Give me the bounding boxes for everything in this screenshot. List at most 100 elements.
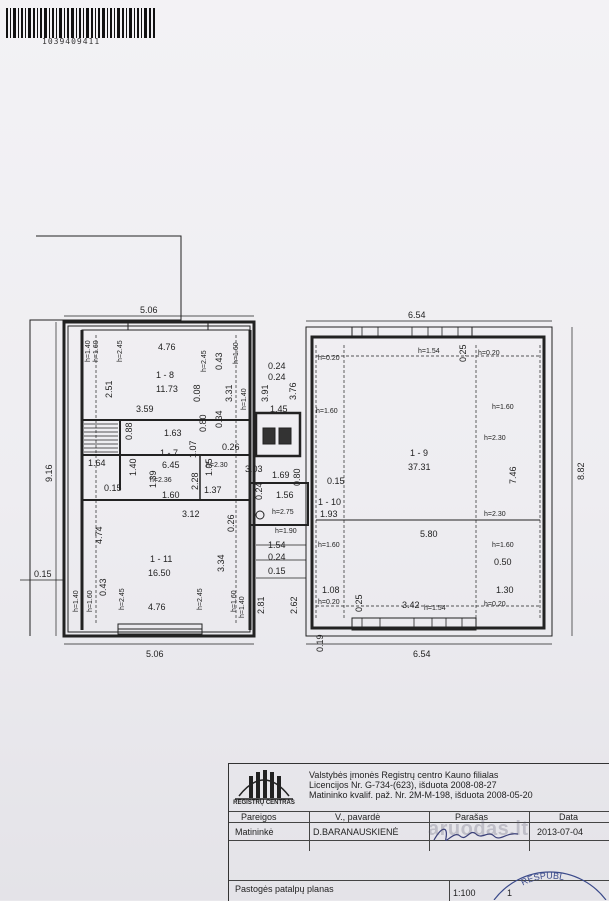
room-1-11-d: 3.34: [216, 554, 226, 572]
dim-small-015: 0.15: [268, 566, 286, 576]
room-1-8-height: 2.51: [104, 380, 114, 398]
logo-text: REGISTRŲ CENTRAS: [233, 800, 295, 806]
room-1-8-width: 4.76: [158, 342, 176, 352]
registru-centras-logo: [235, 770, 293, 800]
org-line-1: Valstybės įmonės Registrų centro Kauno f…: [309, 770, 499, 780]
dim-top-left: 5.06: [140, 305, 158, 315]
room-1-8-mid-width: 3.59: [136, 404, 154, 414]
room-1-7-area: 6.45: [162, 460, 180, 470]
room-1-7-e: 1.05: [204, 458, 214, 476]
room-1-9-g: 0.50: [494, 557, 512, 567]
room-1-9-h160a: h=1.60: [316, 408, 338, 415]
room-1-8-h245b: h=2.45: [201, 350, 208, 372]
room-1-9-h154a: h=1.54: [418, 348, 440, 355]
room-1-8-h160b: h=1.60: [233, 342, 240, 364]
room-1-11-w-top: 1.64: [88, 458, 106, 468]
room-1-9-h020a: h=0.20: [318, 355, 340, 362]
room-1-7-f: 2.28: [190, 472, 200, 490]
room-1-11-h160a: h=1.60: [87, 590, 94, 612]
room-1-10-e: 0.24: [254, 482, 264, 500]
dim-right-height: 8.82: [576, 462, 586, 480]
room-1-10-d: 1.56: [276, 490, 294, 500]
room-1-11-area: 16.50: [148, 568, 171, 578]
room-1-10-area: 1.93: [320, 509, 338, 519]
room-1-9-a: 0.24: [268, 372, 286, 382]
watermark-logo: aruodas.lt: [428, 818, 529, 840]
room-1-8-id: 1 - 8: [156, 370, 174, 380]
org-line-2: Licencijos Nr. G-734-(623), išduota 2008…: [309, 780, 497, 790]
room-1-11-w-mid: 3.12: [182, 509, 200, 519]
room-1-10-c: 0.80: [292, 468, 302, 486]
room-1-9-width-mid: 5.80: [420, 529, 438, 539]
dim-mid-015: 0.15: [327, 476, 345, 486]
dim-left-height: 9.16: [44, 464, 54, 482]
room-1-9-h020b: h=0.20: [478, 350, 500, 357]
room-1-11-id: 1 - 11: [150, 554, 172, 564]
room-1-10-id: 1 - 10: [318, 497, 341, 507]
room-1-10-a: 3.03: [245, 464, 263, 474]
room-1-8-d3: 3.31: [224, 384, 234, 402]
dim-top-right: 6.54: [408, 310, 426, 320]
room-1-10-h275: h=2.75: [272, 509, 294, 516]
room-1-11-h140a: h=1.40: [73, 590, 80, 612]
col-data: Data: [559, 812, 579, 822]
col-parasas: Parašas: [455, 812, 489, 822]
room-1-9-f: 1.30: [496, 585, 514, 595]
room-1-9-h160d: h=1.60: [492, 542, 514, 549]
room-1-8-h140a: h=1.40: [85, 340, 92, 362]
dim-stair-b: 1.45: [270, 404, 288, 414]
room-1-11-a: 0.15: [104, 483, 122, 493]
org-line-3: Matininko kvalif. paž. Nr. 2M-M-198, išd…: [309, 790, 533, 800]
room-1-9-h020d: h=0.20: [484, 601, 506, 608]
room-1-11-c: 0.26: [226, 514, 236, 532]
room-1-8-d5: 0.80: [198, 414, 208, 432]
col-pavarde: V., pavardė: [335, 812, 381, 822]
plan-name: Pastogės patalpų planas: [235, 884, 334, 894]
tb-vline: [429, 811, 430, 851]
room-1-8-d2: 0.43: [214, 352, 224, 370]
room-1-10-b: 1.69: [272, 470, 290, 480]
room-1-8-d6: 0.26: [222, 442, 240, 452]
room-1-7-h236: h=2.36: [150, 477, 172, 484]
title-block: REGISTRŲ CENTRAS Valstybės įmonės Regist…: [228, 763, 609, 901]
room-1-9-height-right: 7.46: [508, 466, 518, 484]
room-1-9-d: 1.08: [322, 585, 340, 595]
date: 2013-07-04: [537, 827, 584, 837]
room-1-7-d: 1.60: [162, 490, 180, 500]
organization-info: Valstybės įmonės Registrų centro Kauno f…: [309, 770, 533, 800]
room-1-11-w-bot: 4.76: [148, 602, 166, 612]
room-1-11-h245b: h=2.45: [197, 588, 204, 610]
tb-divider: [229, 880, 609, 881]
signature: [433, 828, 519, 841]
room-1-7-id: 1 - 7: [160, 448, 178, 458]
room-1-9-h154b: h=1.54: [424, 605, 446, 612]
room-1-9-b: 0.25: [458, 344, 468, 362]
room-1-11-b: 0.43: [98, 578, 108, 596]
dim-lower-b: 2.62: [289, 596, 299, 614]
role: Matininkė: [235, 827, 274, 837]
tb-divider: [229, 840, 609, 841]
room-1-9-h160c: h=1.60: [318, 542, 340, 549]
stamp-text: RESPUBL: [519, 871, 565, 888]
stamp: RESPUBL: [493, 871, 607, 900]
room-1-8-d4: 0.34: [214, 410, 224, 428]
dim-small-154: 1.54: [268, 540, 286, 550]
barcode-number: 1039409411: [42, 37, 101, 46]
room-1-11-h245a: h=2.45: [119, 588, 126, 610]
room-1-9-h230b: h=2.30: [484, 511, 506, 518]
room-1-8-d1: 0.08: [192, 384, 202, 402]
room-1-8-h140b: h=1.40: [241, 388, 248, 410]
room-1-7-c: 1.40: [128, 458, 138, 476]
room-1-9-area: 37.31: [408, 462, 431, 472]
room-1-7-g: 1.37: [204, 485, 222, 495]
room-1-11-h-left: 4.74: [94, 526, 104, 544]
room-1-8-h245a: h=2.45: [117, 340, 124, 362]
room-1-8-area: 11.73: [156, 384, 178, 394]
svg-text:RESPUBL: RESPUBL: [519, 871, 565, 888]
surveyor-name: D.BARANAUSKIENĖ: [313, 827, 399, 837]
room-1-11-h140b: h=1.40: [239, 596, 246, 618]
dim-bottom-left: 5.06: [146, 649, 164, 659]
dim-stair-h-b: 3.76: [288, 382, 298, 400]
tb-vline: [449, 880, 450, 901]
